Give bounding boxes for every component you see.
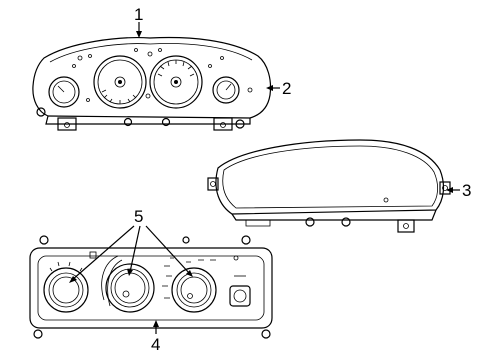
callout-2: 2: [282, 79, 291, 98]
cluster-lens: [207, 139, 451, 233]
callout-4: 4: [151, 335, 160, 354]
callout-5: 5: [134, 207, 143, 226]
callout-1: 1: [134, 5, 143, 24]
leader-lines: [69, 22, 460, 334]
climate-control-panel: [29, 235, 273, 339]
callout-3: 3: [462, 181, 471, 200]
instrument-cluster: [32, 36, 272, 131]
